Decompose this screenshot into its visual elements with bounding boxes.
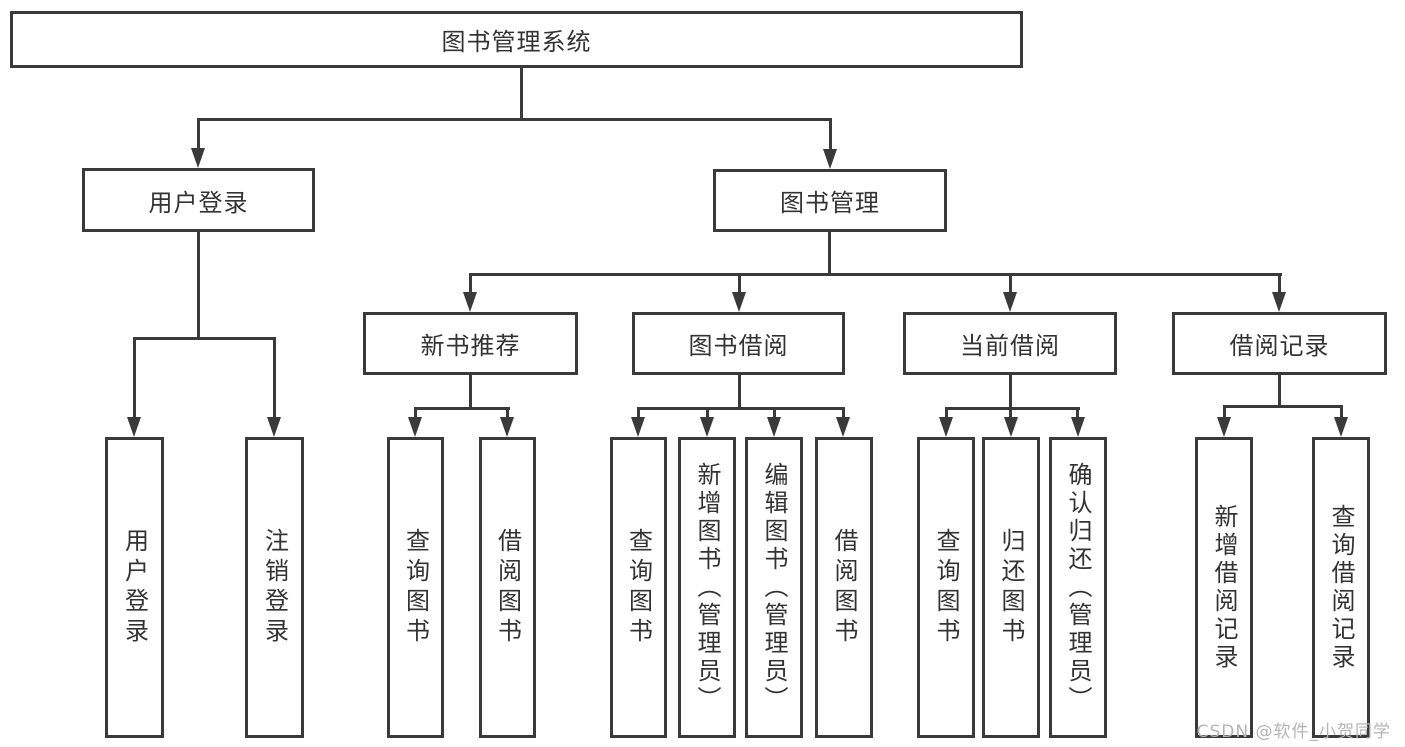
leaf-label: 归还图书 — [997, 527, 1025, 648]
connector-line — [469, 273, 472, 296]
node-label: 新书推荐 — [420, 332, 521, 360]
leaf-label: 新增借阅记录 — [1210, 503, 1238, 672]
node-label: 用户登录 — [148, 188, 249, 217]
arrow-down-icon — [939, 417, 953, 437]
node-label: 图书借阅 — [688, 332, 789, 360]
leaf-label: 编辑图书（管理员） — [760, 461, 788, 714]
node-user-login: 用户登录 — [82, 168, 315, 232]
leaf-add-books-admin: 新增图书（管理员） — [678, 437, 736, 738]
node-borrow-records: 借阅记录 — [1172, 312, 1387, 375]
connector-line — [197, 118, 200, 152]
leaf-user-login: 用户登录 — [105, 437, 164, 738]
connector-line — [828, 232, 831, 275]
arrow-down-icon — [1004, 417, 1018, 437]
node-label: 图书管理系统 — [441, 28, 592, 56]
csdn-watermark: CSDN @软件_小贺同学 — [1196, 722, 1391, 742]
connector-line — [273, 337, 276, 421]
arrow-down-icon — [500, 417, 514, 437]
leaf-label: 查询图书 — [624, 527, 653, 648]
connector-line — [738, 273, 741, 296]
node-label: 借阅记录 — [1229, 332, 1330, 360]
leaf-label: 借阅图书 — [830, 527, 858, 648]
arrow-down-icon — [767, 417, 781, 437]
connector-line — [829, 118, 832, 152]
arrow-down-icon — [127, 417, 141, 437]
leaf-add-borrow-record: 新增借阅记录 — [1195, 437, 1253, 738]
node-new-book-recommend: 新书推荐 — [363, 312, 578, 375]
connector-line — [1009, 407, 1012, 421]
leaf-confirm-return-admin: 确认归还（管理员） — [1049, 437, 1107, 738]
connector-line — [738, 375, 741, 409]
arrow-down-icon — [823, 149, 837, 169]
connector-line — [1223, 405, 1343, 408]
node-current-borrow: 当前借阅 — [903, 312, 1117, 375]
connector-line — [773, 407, 776, 421]
arrow-down-icon — [631, 417, 645, 437]
connector-line — [1278, 375, 1281, 408]
node-library-management-system: 图书管理系统 — [10, 11, 1023, 68]
arrow-down-icon — [1272, 292, 1286, 312]
arrow-down-icon — [1334, 417, 1348, 437]
node-label: 图书管理 — [780, 189, 880, 217]
leaf-query-books-2: 查询图书 — [610, 437, 667, 738]
leaf-label: 查询借阅记录 — [1327, 503, 1355, 672]
arrow-down-icon — [732, 292, 746, 312]
connector-line — [637, 407, 640, 421]
leaf-label: 查询图书 — [932, 527, 960, 648]
connector-line — [133, 337, 136, 421]
node-book-borrow: 图书借阅 — [632, 312, 845, 375]
connector-line — [520, 68, 523, 118]
connector-line — [133, 337, 276, 340]
arrow-down-icon — [700, 417, 714, 437]
connector-line — [1340, 405, 1343, 421]
arrow-down-icon — [267, 417, 281, 437]
arrow-down-icon — [836, 417, 850, 437]
leaf-label: 用户登录 — [120, 527, 149, 648]
leaf-borrow-books-1: 借阅图书 — [479, 437, 536, 738]
connector-line — [414, 407, 417, 421]
leaf-label: 查询图书 — [401, 527, 430, 648]
connector-line — [414, 407, 510, 410]
arrow-down-icon — [463, 292, 477, 312]
leaf-return-books: 归还图书 — [982, 437, 1040, 738]
leaf-borrow-books-2: 借阅图书 — [815, 437, 873, 738]
leaf-logout: 注销登录 — [245, 437, 304, 738]
leaf-edit-books-admin: 编辑图书（管理员） — [745, 437, 803, 738]
leaf-label: 确认归还（管理员） — [1064, 461, 1092, 714]
arrow-down-icon — [1071, 417, 1085, 437]
connector-line — [945, 407, 948, 421]
connector-line — [197, 118, 832, 121]
leaf-label: 借阅图书 — [493, 527, 522, 648]
connector-line — [945, 407, 1080, 410]
connector-line — [469, 273, 1282, 276]
leaf-label: 新增图书（管理员） — [693, 461, 721, 714]
leaf-query-books-1: 查询图书 — [387, 437, 444, 738]
connector-line — [1076, 407, 1079, 421]
arrow-down-icon — [191, 148, 205, 168]
arrow-down-icon — [408, 417, 422, 437]
connector-line — [842, 407, 845, 421]
connector-line — [637, 407, 845, 410]
node-book-management: 图书管理 — [713, 169, 947, 232]
connector-line — [1278, 273, 1281, 296]
connector-line — [469, 375, 472, 409]
leaf-query-borrow-record: 查询借阅记录 — [1312, 437, 1370, 738]
connector-line — [706, 407, 709, 421]
leaf-query-books-3: 查询图书 — [917, 437, 975, 738]
arrow-down-icon — [1217, 417, 1231, 437]
arrow-down-icon — [1003, 292, 1017, 312]
node-label: 当前借阅 — [960, 332, 1060, 360]
connector-line — [506, 407, 509, 421]
connector-line — [1223, 405, 1226, 421]
connector-line — [1009, 375, 1012, 409]
connector-line — [197, 232, 200, 339]
leaf-label: 注销登录 — [260, 527, 289, 648]
connector-line — [1009, 273, 1012, 296]
